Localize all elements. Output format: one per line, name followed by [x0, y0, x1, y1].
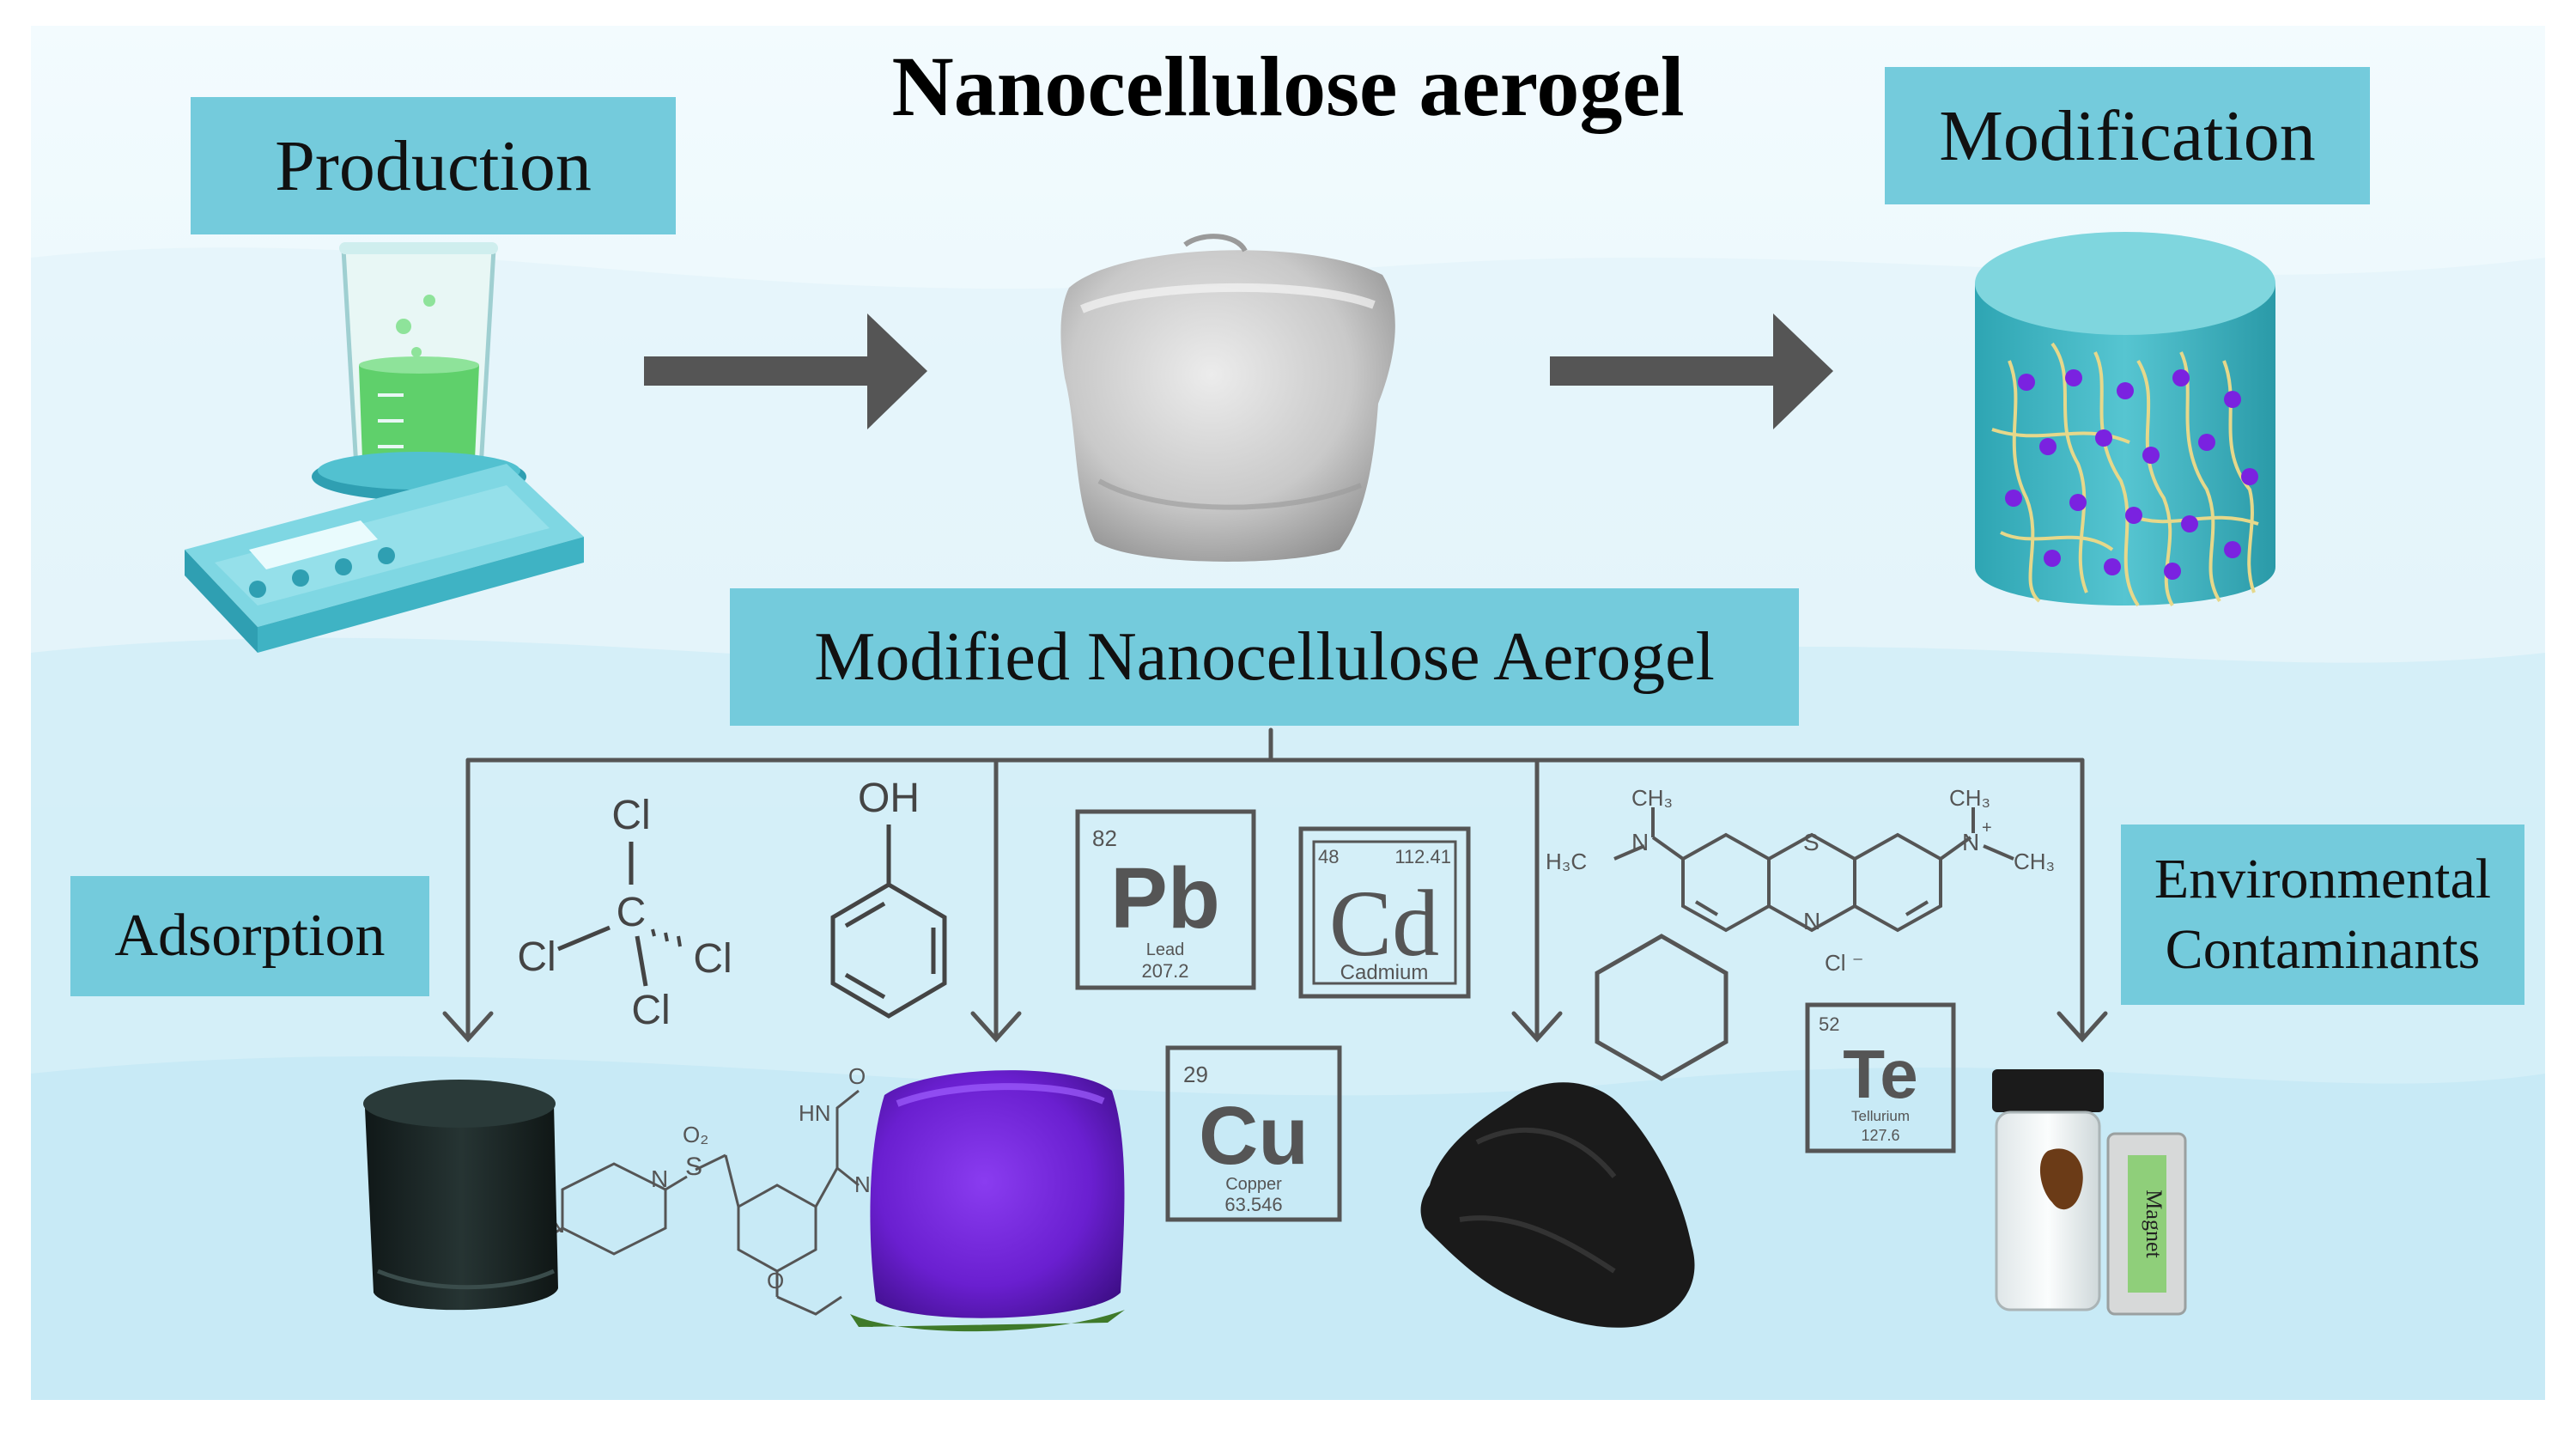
magnetic-stirrer-icon [185, 242, 584, 653]
te-name: Tellurium [1851, 1108, 1910, 1124]
cd-symbol: Cd [1329, 871, 1439, 976]
pyrimidinone-n: N [854, 1171, 871, 1197]
phenol-structure: OH [830, 776, 947, 1019]
pyrimidinone-nh: HN [799, 1100, 831, 1126]
mb-ch3-right-top: CH₃ [1949, 785, 1990, 811]
adsorption-label: Adsorption [70, 876, 429, 996]
mb-n-left: N [1631, 829, 1649, 855]
phenol-oh: OH [858, 776, 920, 821]
black-aerogel-image [363, 1080, 558, 1311]
ccl4-right-cl: Cl [693, 936, 732, 982]
cu-name: Copper [1225, 1175, 1282, 1194]
cu-symbol: Cu [1199, 1090, 1309, 1182]
ccl4-bottom-cl: Cl [631, 988, 670, 1033]
pb-symbol: Pb [1110, 850, 1220, 946]
purple-aerogel-image [850, 1070, 1125, 1332]
methylene-blue-structure [1613, 807, 2014, 933]
te-number: 52 [1819, 1013, 1839, 1035]
cu-mass: 63.546 [1224, 1194, 1282, 1215]
element-tile-cd: 48 112.41 Cd Cadmium [1298, 826, 1471, 999]
sulfonyl-s: S [685, 1153, 702, 1181]
cyclohexane-structure [1595, 934, 1728, 1081]
te-symbol: Te [1843, 1036, 1917, 1112]
mb-ch3-left-top: CH₃ [1631, 785, 1673, 811]
modified-aerogel-label: Modified Nanocellulose Aerogel [730, 588, 1799, 726]
te-mass: 127.6 [1861, 1127, 1899, 1144]
branch-lines [442, 727, 2108, 1043]
sulfonamide-structure [540, 1089, 860, 1316]
pb-name: Lead [1146, 940, 1185, 959]
environmental-line-1: Environmental [2154, 847, 2492, 910]
ccl4-top-cl: Cl [611, 793, 650, 838]
environmental-line-2: Contaminants [2165, 918, 2481, 981]
carbon-aerogel-image [1420, 1082, 1695, 1328]
mb-chloride: Cl ⁻ [1825, 950, 1864, 976]
sulfonyl-o2: O₂ [683, 1122, 708, 1147]
piperazine-n1: N [651, 1165, 668, 1192]
cd-number: 48 [1318, 846, 1339, 867]
magnetic-vial-image [1992, 1069, 2187, 1316]
ether-o: O [767, 1268, 784, 1293]
cd-name: Cadmium [1340, 961, 1429, 984]
arrow-aerogel-to-modification [1550, 313, 1833, 429]
modified-cylinder-image [1975, 232, 2275, 607]
carbonyl-o: O [848, 1063, 866, 1089]
element-tile-te: 52 Te Tellurium 127.6 [1805, 1002, 1956, 1153]
mb-n-ring: N [1803, 908, 1820, 934]
mb-n-right: N [1962, 829, 1979, 855]
pb-number: 82 [1092, 825, 1117, 851]
nanocellulose-aerogel-image [1060, 234, 1395, 562]
ccl4-left-cl: Cl [517, 934, 556, 980]
mb-h3c-left: H₃C [1546, 849, 1587, 874]
wave-3 [31, 1056, 2545, 1400]
cu-number: 29 [1183, 1062, 1208, 1087]
mb-plus: + [1982, 818, 1992, 837]
pb-mass: 207.2 [1141, 960, 1188, 982]
mb-ch3-right: CH₃ [2014, 849, 2055, 874]
element-tile-pb: 82 Pb Lead 207.2 [1075, 809, 1256, 990]
production-label: Production [191, 97, 676, 234]
modification-label: Modification [1885, 67, 2370, 204]
element-tile-cu: 29 Cu Copper 63.546 [1165, 1045, 1342, 1222]
diagram-title: Nanocellulose aerogel [891, 39, 1685, 134]
carbon-tetrachloride-structure: Cl C Cl Cl Cl [517, 793, 732, 1033]
environmental-contaminants-label: Environmental Contaminants [2121, 825, 2524, 1005]
cd-mass: 112.41 [1394, 846, 1451, 867]
magnet-label: Magnet [2142, 1190, 2166, 1258]
ccl4-center-c: C [617, 890, 647, 935]
arrow-production-to-aerogel [644, 313, 927, 429]
mb-s: S [1803, 829, 1820, 855]
